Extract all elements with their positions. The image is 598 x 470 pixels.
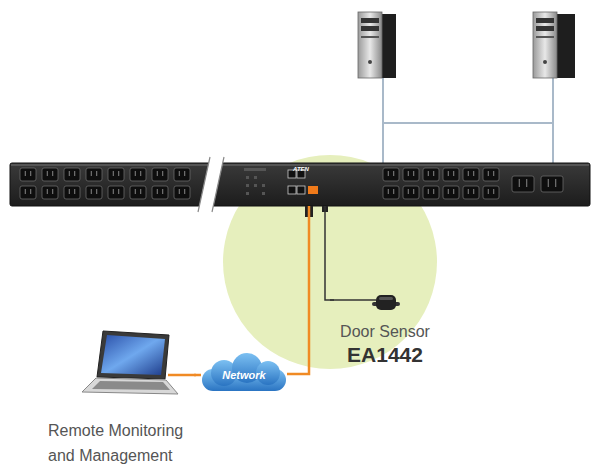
power-outlet <box>483 186 499 199</box>
power-outlet <box>86 168 102 181</box>
power-outlet <box>130 186 146 199</box>
remote-station: Remote Monitoring and Management <box>44 326 194 470</box>
power-outlet <box>443 186 459 199</box>
power-outlet <box>483 168 499 181</box>
brand-logo: ATEN <box>293 166 309 173</box>
device-name: Door Sensor <box>338 322 432 342</box>
power-outlet <box>383 168 399 181</box>
power-outlet <box>108 186 124 199</box>
door-sensor-icon <box>372 295 400 310</box>
power-outlet <box>463 168 479 181</box>
power-outlet <box>20 186 36 199</box>
power-outlet <box>152 168 168 181</box>
power-outlet <box>423 168 439 181</box>
power-outlet <box>512 176 534 192</box>
server-tower <box>533 12 575 78</box>
power-outlet <box>42 168 58 181</box>
power-outlet <box>383 186 399 199</box>
network-cloud <box>202 353 286 391</box>
power-outlet <box>174 168 190 181</box>
server-tower <box>358 12 396 78</box>
network-cable <box>287 206 309 374</box>
power-outlet <box>463 186 479 199</box>
server-cables <box>383 78 553 163</box>
power-outlet <box>64 168 80 181</box>
pdu: ATEN <box>10 163 590 206</box>
network-cloud: Network <box>201 358 287 392</box>
pdu-body <box>10 157 590 212</box>
power-outlet <box>42 186 58 199</box>
cloud-label: Network <box>201 358 287 392</box>
power-outlet <box>130 168 146 181</box>
model-number: EA1442 <box>338 342 432 368</box>
power-outlet <box>152 186 168 199</box>
power-outlet <box>541 176 563 192</box>
power-outlet <box>86 186 102 199</box>
power-outlet <box>20 168 36 181</box>
power-outlet <box>174 186 190 199</box>
sensor-cable <box>325 206 334 300</box>
power-outlet <box>108 168 124 181</box>
network-cable <box>194 374 201 377</box>
power-outlet <box>403 186 419 199</box>
power-outlet <box>423 186 439 199</box>
laptop-icon <box>82 331 178 394</box>
power-outlet <box>403 168 419 181</box>
power-outlet <box>443 168 459 181</box>
station-caption: Remote Monitoring and Management <box>48 418 192 468</box>
power-outlet <box>64 186 80 199</box>
network-cable <box>168 374 196 377</box>
door-sensor: Door SensorEA1442 <box>334 292 436 370</box>
sensor-wire <box>330 299 376 301</box>
